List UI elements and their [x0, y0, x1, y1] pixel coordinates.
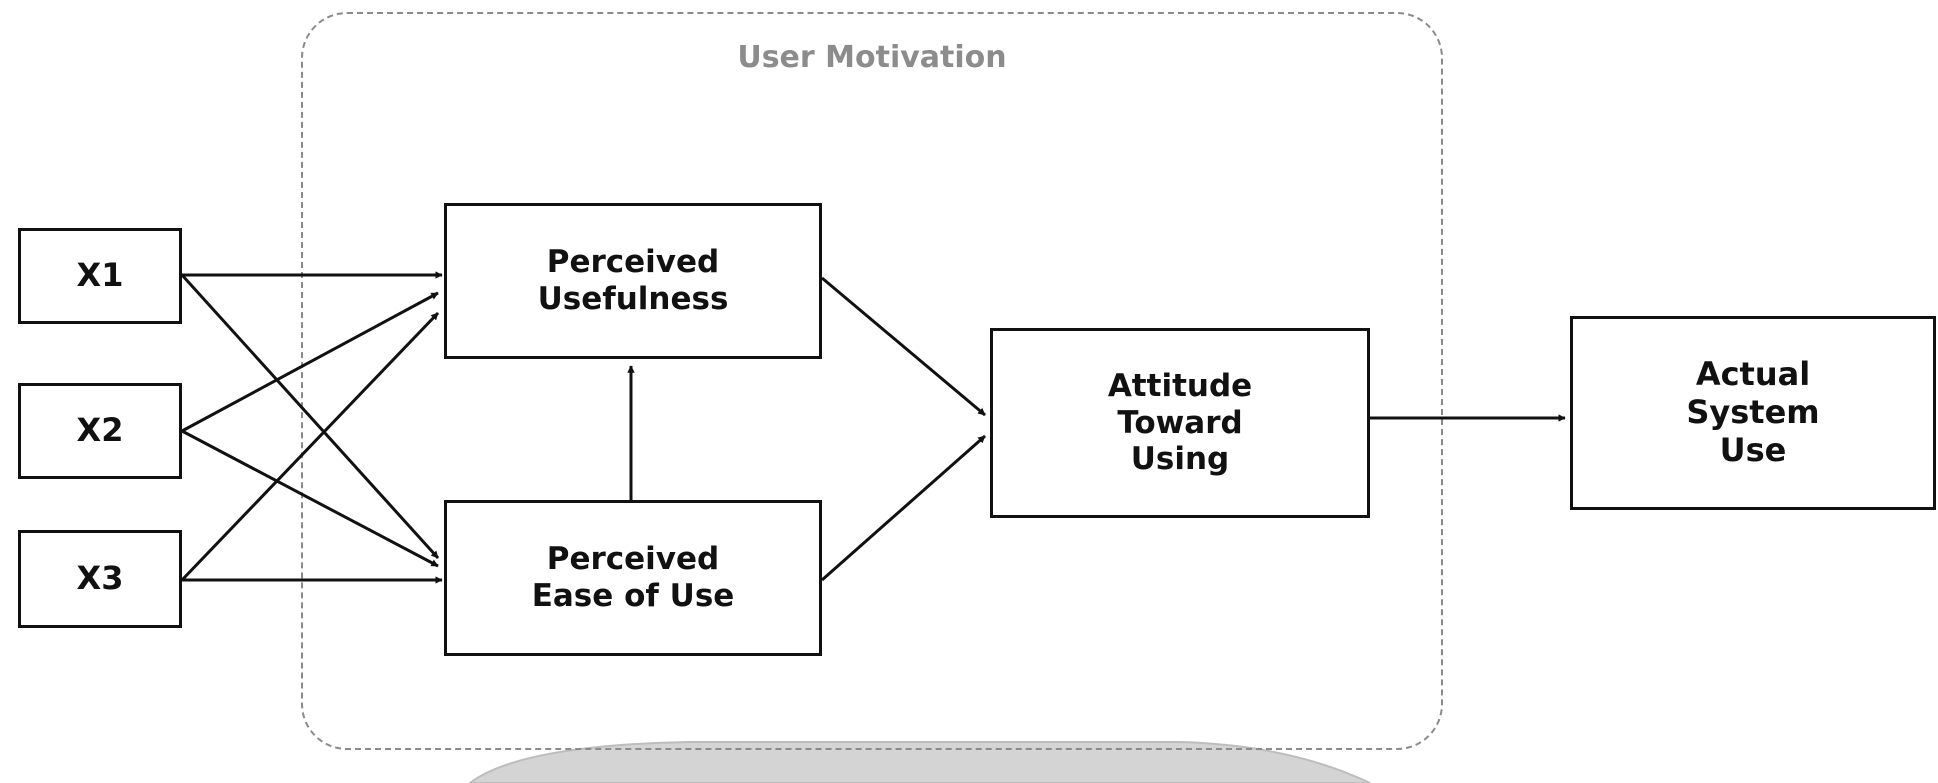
perceived-ease-of-use-box: Perceived Ease of Use — [444, 500, 822, 656]
arrow-x3-pu — [180, 311, 440, 582]
arrow-peou-attitude — [821, 434, 986, 582]
actual-system-use-box: Actual System Use — [1570, 316, 1936, 510]
arrow-x1-peou — [180, 273, 440, 560]
arrow-x2-pu — [181, 291, 439, 433]
perceived-usefulness-box: Perceived Usefulness — [444, 203, 822, 359]
perceived-usefulness-line-1: Perceived — [546, 244, 720, 281]
arrow-x2-peou — [181, 429, 439, 568]
region-title: User Motivation — [737, 40, 1007, 75]
arrow-pu-attitude — [821, 276, 986, 417]
attitude-line-3: Using — [1130, 441, 1230, 478]
x3-label: X3 — [76, 559, 124, 598]
attitude-line-2: Toward — [1117, 404, 1243, 441]
x2-box: X2 — [18, 383, 182, 479]
actual-line-3: Use — [1719, 430, 1787, 469]
perceived-usefulness-line-2: Usefulness — [537, 281, 729, 317]
perceived-ease-of-use-line-2: Ease of Use — [531, 578, 735, 614]
perceived-ease-of-use-line-1: Perceived — [546, 541, 720, 578]
attitude-line-1: Attitude — [1107, 368, 1253, 405]
x1-box: X1 — [18, 228, 182, 324]
user-motivation-region — [301, 12, 1443, 750]
attitude-toward-using-box: Attitude Toward Using — [990, 328, 1370, 518]
actual-line-1: Actual — [1695, 355, 1811, 394]
actual-line-2: System — [1686, 393, 1820, 432]
x1-label: X1 — [76, 256, 124, 295]
x2-label: X2 — [76, 411, 124, 450]
x3-box: X3 — [18, 530, 182, 628]
